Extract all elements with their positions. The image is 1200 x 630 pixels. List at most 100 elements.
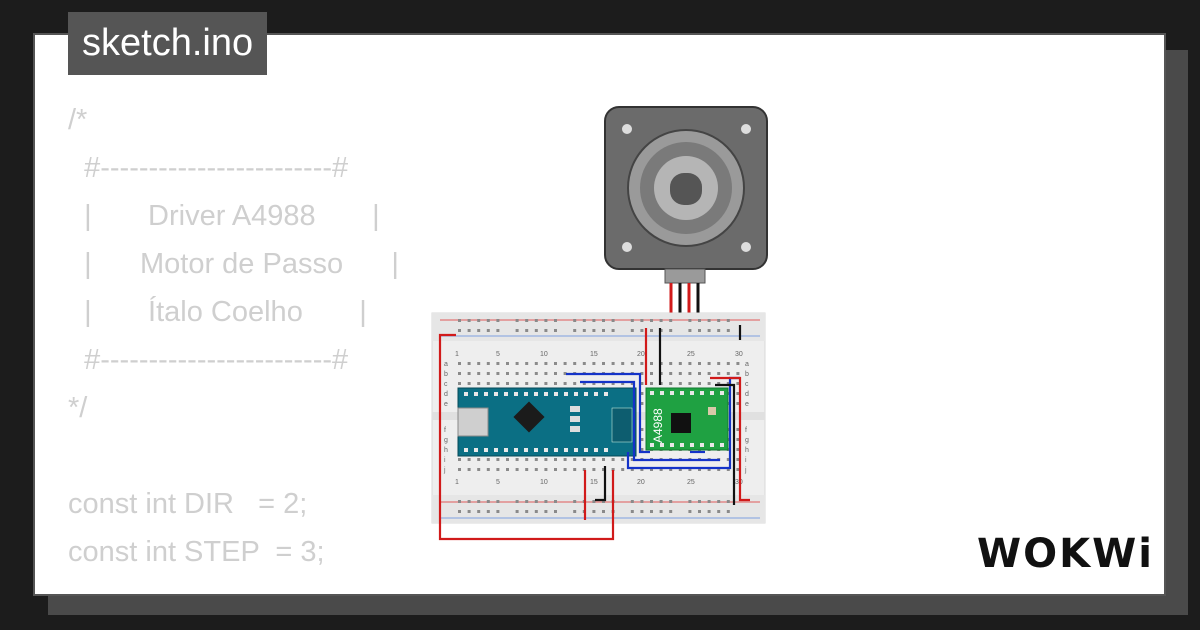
hole [602,319,605,322]
hole [650,382,653,385]
hole [736,468,740,471]
bb-col-label: 15 [590,351,598,358]
hole [477,319,481,322]
hole [534,329,538,332]
hole [688,362,692,365]
bb-row-label: a [444,361,448,368]
hole [582,319,586,322]
hole [592,468,596,471]
hole [563,372,567,375]
hole [544,372,548,375]
hole [726,329,730,332]
hole [486,319,490,322]
hole [698,329,701,332]
bb-row-label: b [745,371,749,378]
hole [640,329,644,332]
hole [640,448,644,451]
hole [669,319,673,322]
hole [650,319,653,322]
hole [544,458,548,461]
hole [630,382,634,385]
hole [494,448,498,452]
hole [611,468,615,471]
hole [534,510,538,513]
hole [669,468,673,471]
hole [650,372,653,375]
hole [525,319,529,322]
hole [573,382,577,385]
stepper-motor[interactable] [604,106,768,284]
hole [496,329,500,332]
hole [630,510,634,513]
hole [726,362,730,365]
hole [688,468,692,471]
hole [594,448,598,452]
hole [720,391,724,395]
hole [630,362,634,365]
hole [707,372,711,375]
hole [669,500,673,503]
hole [650,391,654,395]
hole [717,510,721,513]
hole [720,443,724,447]
hole [717,319,721,322]
hole [515,382,519,385]
hole [484,448,488,452]
hole [515,458,519,461]
hole [467,500,471,503]
bb-col-label: 10 [540,479,548,486]
hole [650,468,653,471]
hole [554,458,557,461]
hole [678,372,682,375]
bb-col-label: 30 [735,351,743,358]
hole [486,500,490,503]
hole [534,319,538,322]
hole [611,329,615,332]
bb-row-label: g [745,437,749,444]
hole [534,448,538,452]
hole [486,329,490,332]
hole [690,443,694,447]
hole [477,458,481,461]
circuit-wires [438,325,750,541]
hole [670,391,674,395]
hole [534,468,538,471]
hole [584,448,588,452]
hole [717,362,721,365]
code-line: | Driver A4988 | [68,200,380,232]
hole [544,468,548,471]
a4988-driver[interactable]: A4988 [645,387,729,451]
hole [544,319,548,322]
hole [660,391,664,395]
hole [554,500,557,503]
hole [592,319,596,322]
hole [554,510,557,513]
bb-row-label: e [444,401,448,408]
code-preview: /* #------------------------# | Driver A… [68,96,488,576]
hole [659,319,663,322]
hole [486,468,490,471]
file-name-tab[interactable]: sketch.ino [68,12,268,75]
hole [736,382,740,385]
hole [700,391,704,395]
hole [582,468,586,471]
driver-label: A4988 [651,408,665,443]
hole [698,362,701,365]
hole [467,510,471,513]
hole [678,362,682,365]
hole [707,362,711,365]
hole [563,382,567,385]
arduino-nano[interactable] [457,387,637,457]
hole [698,382,701,385]
hole [564,448,568,452]
hole [496,362,500,365]
hole [458,500,461,503]
hole [621,458,625,461]
hole [650,362,653,365]
hole [736,372,740,375]
code-line: #------------------------# [68,152,349,184]
bb-row-label: e [745,401,749,408]
hole [717,500,721,503]
hole [458,329,461,332]
hole [736,448,740,451]
